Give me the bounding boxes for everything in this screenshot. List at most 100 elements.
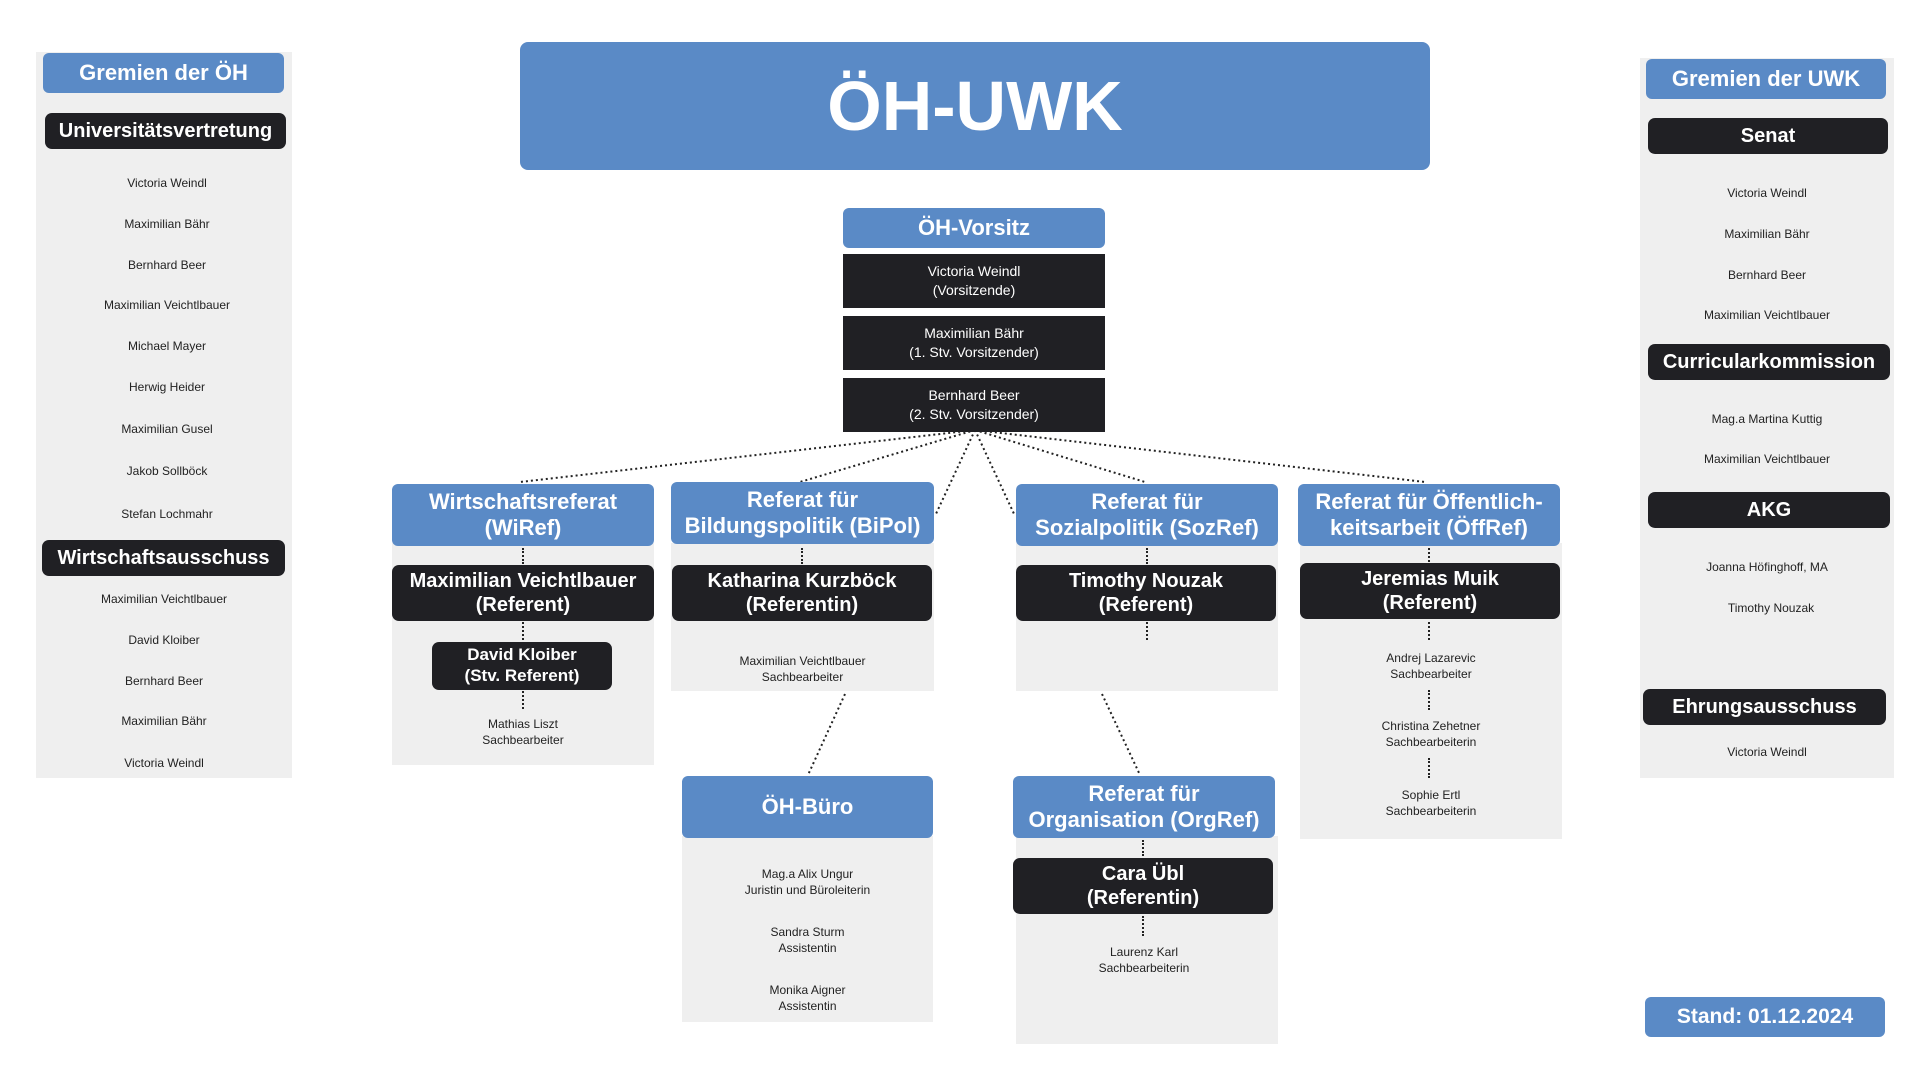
wiref-head-name: Maximilian Veichtlbauer [409, 569, 637, 592]
vorsitz-member-name: Victoria Weindl [927, 263, 1021, 280]
orgref-head-name: Cara Übl [1101, 862, 1185, 885]
orgref-head-role: (Referentin) [1086, 887, 1200, 909]
sozref-connector [1146, 548, 1148, 564]
wiref-staff: Mathias Liszt Sachbearbeiter [392, 716, 654, 748]
ehrungsausschuss-member: Victoria Weindl [1727, 745, 1807, 759]
wa-member: Maximilian Veichtlbauer [100, 592, 228, 606]
staff-name: Mag.a Alix Ungur [761, 867, 854, 881]
staff-role: Assistentin [778, 941, 837, 956]
sozref-head-name: Timothy Nouzak [1068, 569, 1224, 592]
orgref-head-card: Cara Übl (Referentin) [1013, 858, 1273, 914]
vorsitz-member-name: Bernhard Beer [928, 387, 1020, 404]
uv-member: Herwig Heider [128, 380, 206, 394]
left-gremien-heading: Gremien der ÖH [43, 53, 284, 93]
vorsitz-member-role: (1. Stv. Vorsitzender) [909, 344, 1039, 360]
uv-member: Victoria Weindl [127, 176, 207, 190]
staff-role: Assistentin [778, 999, 837, 1014]
orgref-title-line2: Organisation (OrgRef) [1028, 807, 1260, 832]
staff-name: Christina Zehetner [1381, 719, 1481, 733]
wiref-deputy-card: David Kloiber (Stv. Referent) [432, 642, 612, 690]
staff-role: Sachbearbeiterin [1098, 961, 1190, 976]
oeffref-title-line2: keitsarbeit (ÖffRef) [1329, 515, 1529, 540]
curricularkommission-member: Mag.a Martina Kuttig [1711, 412, 1823, 426]
bipol-head-role: (Referentin) [745, 594, 859, 616]
wiref-connector [522, 622, 524, 640]
orgref-staff: Laurenz Karl Sachbearbeiterin [1013, 944, 1275, 976]
wa-member: Victoria Weindl [124, 756, 204, 770]
wiref-connector [522, 691, 524, 709]
staff-name: Maximilian Veichtlbauer [739, 654, 866, 668]
curricularkommission-title: Curricularkommission [1648, 344, 1890, 380]
oeffref-head-card: Jeremias Muik (Referent) [1300, 563, 1560, 619]
oeffref-connector [1428, 622, 1430, 640]
wiref-head-role: (Referent) [475, 594, 571, 616]
wa-member: Maximilian Bähr [121, 714, 207, 728]
oeffref-staff: Christina Zehetner Sachbearbeiterin [1300, 718, 1562, 750]
senat-title: Senat [1648, 118, 1888, 154]
sozref-title-line2: Sozialpolitik (SozRef) [1035, 515, 1259, 540]
senat-member: Maximilian Bähr [1724, 227, 1810, 241]
wiref-deputy-name: David Kloiber [467, 645, 577, 665]
left-gremien-panel [36, 52, 292, 778]
wiref-title-line2: (WiRef) [484, 515, 562, 540]
uv-member: Stefan Lochmahr [121, 507, 213, 521]
sozref-title-line1: Referat für [1091, 488, 1203, 514]
oeffref-head-role: (Referent) [1382, 592, 1478, 614]
uv-member: Maximilian Gusel [121, 422, 213, 436]
oeffref-connector [1428, 548, 1430, 562]
bipol-head-name: Katharina Kurzböck [707, 569, 897, 592]
buero-staff: Mag.a Alix Ungur Juristin und Büroleiter… [682, 866, 933, 898]
staff-name: Andrej Lazarevic [1386, 651, 1476, 665]
wa-member: David Kloiber [128, 633, 200, 647]
vorsitz-title: ÖH-Vorsitz [843, 208, 1105, 248]
oeffref-title-line1: Referat für Öffentlich- [1315, 488, 1543, 514]
vorsitz-member-role: (Vorsitzende) [932, 282, 1016, 298]
right-gremien-heading: Gremien der UWK [1646, 59, 1886, 99]
orgref-connector [1142, 916, 1144, 936]
vorsitz-member-role: (2. Stv. Vorsitzender) [909, 406, 1039, 422]
oeffref-title: Referat für Öffentlich- keitsarbeit (Öff… [1298, 484, 1560, 546]
bipol-head-card: Katharina Kurzböck (Referentin) [672, 565, 932, 621]
wiref-title-line1: Wirtschaftsreferat [428, 488, 618, 514]
staff-role: Juristin und Büroleiterin [744, 883, 871, 898]
wa-member: Bernhard Beer [124, 674, 204, 688]
orgref-connector [1142, 840, 1144, 856]
buero-staff: Monika Aigner Assistentin [682, 982, 933, 1014]
sozref-connector [1146, 622, 1148, 640]
orgref-title: Referat für Organisation (OrgRef) [1013, 776, 1275, 838]
orgref-title-line1: Referat für [1088, 780, 1200, 806]
uv-member: Jakob Sollböck [126, 464, 208, 478]
curricularkommission-member: Maximilian Veichtlbauer [1703, 452, 1831, 466]
bipol-title: Referat für Bildungspolitik (BiPol) [671, 482, 934, 544]
wiref-connector [522, 548, 524, 564]
akg-member: Joanna Höfinghoff, MA [1706, 560, 1828, 574]
bipol-connector [801, 548, 803, 564]
bipol-staff: Maximilian Veichtlbauer Sachbearbeiter [671, 653, 934, 685]
staff-name: Sandra Sturm [770, 925, 845, 939]
vorsitz-member-name: Maximilian Bähr [924, 325, 1024, 342]
staff-name: Mathias Liszt [487, 717, 559, 731]
staff-role: Sachbearbeiterin [1385, 804, 1477, 819]
staff-role: Sachbearbeiter [761, 670, 844, 685]
uv-member: Bernhard Beer [127, 258, 207, 272]
vorsitz-member-card: Maximilian Bähr (1. Stv. Vorsitzender) [843, 316, 1105, 370]
wiref-head-card: Maximilian Veichtlbauer (Referent) [392, 565, 654, 621]
staff-name: Sophie Ertl [1401, 788, 1461, 802]
sozref-title: Referat für Sozialpolitik (SozRef) [1016, 484, 1278, 546]
staff-name: Laurenz Karl [1109, 945, 1179, 959]
buero-title: ÖH-Büro [682, 776, 933, 838]
akg-title: AKG [1648, 492, 1890, 528]
bipol-title-line1: Referat für [746, 486, 859, 512]
senat-member: Bernhard Beer [1727, 268, 1807, 282]
wiref-title: Wirtschaftsreferat (WiRef) [392, 484, 654, 546]
wirtschaftsausschuss-title: Wirtschaftsausschuss [42, 540, 285, 576]
ehrungsausschuss-title: Ehrungsausschuss [1643, 689, 1886, 725]
staff-name: Monika Aigner [769, 983, 846, 997]
uv-member: Maximilian Veichtlbauer [103, 298, 231, 312]
senat-member: Victoria Weindl [1727, 186, 1807, 200]
wiref-deputy-role: (Stv. Referent) [464, 666, 580, 685]
oeffref-connector [1428, 758, 1430, 778]
oeffref-staff: Sophie Ertl Sachbearbeiterin [1300, 787, 1562, 819]
sozref-head-card: Timothy Nouzak (Referent) [1016, 565, 1276, 621]
